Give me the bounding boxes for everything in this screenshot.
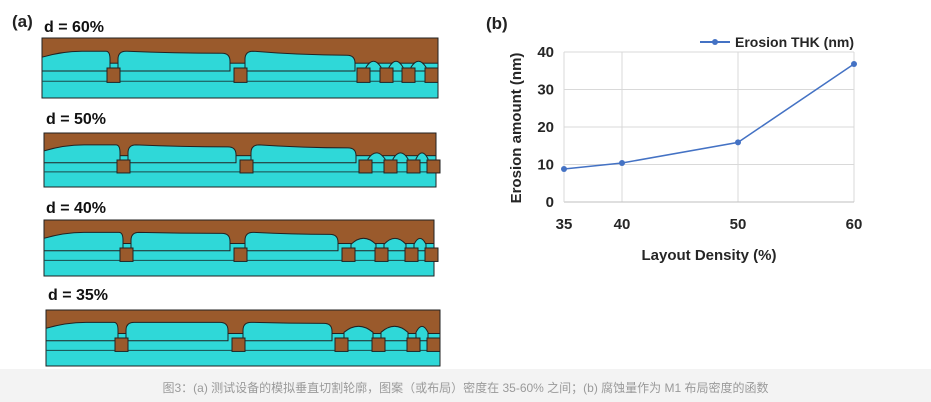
data-point: [561, 166, 567, 172]
dielectric-block: [43, 144, 121, 164]
dielectric-block: [43, 231, 124, 252]
copper-plug: [358, 159, 373, 174]
data-point: [735, 139, 741, 146]
cross-section-profiles: [41, 37, 441, 367]
copper-plug: [404, 247, 419, 262]
x-tick-label: 60: [846, 216, 863, 233]
dielectric-block: [130, 231, 231, 252]
dielectric-block: [244, 50, 356, 72]
copper-plug: [426, 337, 441, 352]
profile-1: [43, 132, 441, 188]
dielectric-arch: [350, 237, 377, 252]
copper-plug: [116, 159, 131, 174]
copper-plug: [114, 337, 129, 352]
dielectric-block: [125, 321, 229, 342]
y-axis-label: Erosion amount (nm): [508, 53, 525, 204]
copper-plug: [401, 67, 416, 83]
dielectric-block: [250, 144, 357, 164]
dielectric-block: [244, 231, 339, 252]
copper-plug: [426, 159, 441, 174]
copper-plug: [341, 247, 356, 262]
x-tick-label: 50: [730, 216, 747, 233]
figure-caption: 图3：(a) 测试设备的模拟垂直切割轮廓，图案（或布局）密度在 35-60% 之…: [162, 381, 769, 395]
dielectric-block: [127, 144, 237, 164]
x-tick-label: 40: [614, 216, 631, 233]
x-axis-label: Layout Density (%): [641, 247, 776, 264]
panel-a-label: (a): [12, 12, 33, 31]
legend-marker-swatch: [712, 39, 718, 45]
panel-b-label: (b): [486, 14, 508, 33]
profile-0: [41, 37, 439, 99]
copper-plug: [334, 337, 349, 352]
copper-plug: [379, 67, 394, 83]
data-point: [851, 61, 857, 67]
chart-axes: 0 10 20 30 40 35 40 50 60: [537, 44, 862, 233]
y-tick-label: 10: [537, 157, 554, 174]
copper-plug: [233, 67, 248, 83]
y-tick-label: 20: [537, 119, 554, 136]
chart-legend: Erosion THK (nm): [700, 34, 854, 50]
y-tick-label: 0: [546, 194, 554, 211]
copper-plug: [424, 67, 439, 83]
dielectric-block: [117, 50, 231, 72]
profile-title-60: d = 60%: [44, 19, 105, 36]
caption-bar: [0, 369, 931, 402]
dielectric-arch: [415, 325, 429, 342]
dielectric-block: [45, 321, 119, 342]
dielectric-block: [41, 50, 111, 72]
data-point: [619, 160, 625, 166]
dielectric-arch: [343, 325, 374, 342]
erosion-chart: 0 10 20 30 40 35 40 50 60 Erosion THK (nm) Layou…: [508, 34, 862, 264]
dielectric-arch: [383, 237, 407, 252]
copper-plug: [231, 337, 246, 352]
copper-plug: [356, 67, 371, 83]
profile-title-50: d = 50%: [46, 111, 107, 128]
series-line: [563, 63, 855, 170]
chart-grid: [564, 51, 855, 202]
dielectric-block: [242, 321, 333, 342]
copper-plug: [371, 337, 386, 352]
copper-plug: [424, 247, 439, 262]
copper-plug: [233, 247, 248, 262]
chart-series: [561, 61, 857, 172]
y-tick-label: 40: [537, 44, 554, 61]
copper-plug: [374, 247, 389, 262]
profile-3: [45, 309, 441, 367]
profile-title-40: d = 40%: [46, 200, 107, 217]
copper-plug: [239, 159, 254, 174]
copper-plug: [406, 159, 421, 174]
profile-title-35: d = 35%: [48, 287, 109, 304]
copper-plug: [383, 159, 398, 174]
x-tick-label: 35: [556, 216, 573, 233]
copper-plug: [106, 67, 121, 83]
copper-plug: [119, 247, 134, 262]
legend-label: Erosion THK (nm): [735, 34, 854, 50]
profile-2: [43, 219, 439, 277]
dielectric-arch: [380, 325, 409, 342]
copper-plug: [406, 337, 421, 352]
y-tick-label: 30: [537, 82, 554, 99]
